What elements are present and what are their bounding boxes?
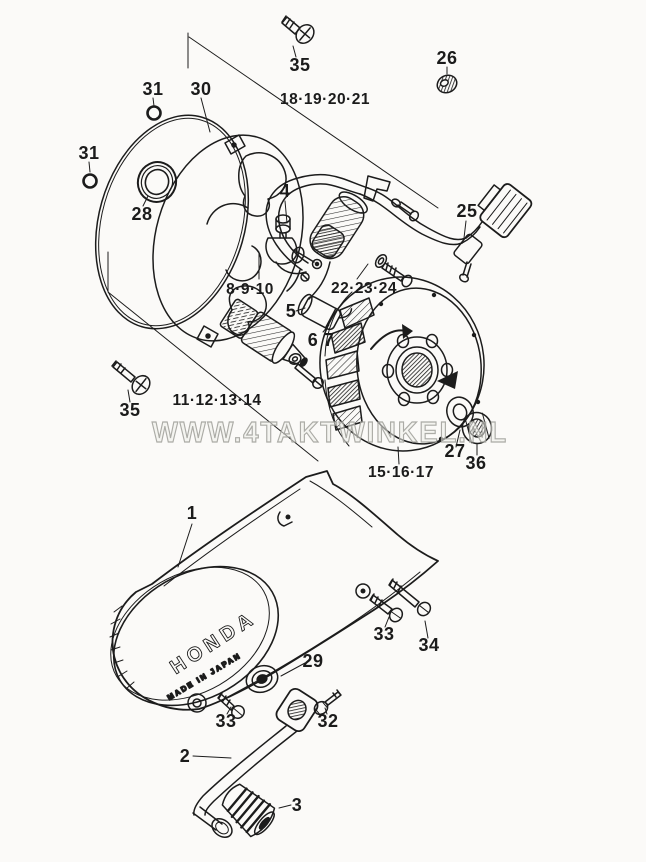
callout-6-7: 6 7 xyxy=(308,330,335,350)
callout-35-left: 35 xyxy=(119,400,140,420)
wire-harness-25 xyxy=(265,173,533,300)
callout-35-top: 35 xyxy=(289,55,310,75)
washer-27 xyxy=(446,396,474,428)
gasket-30 xyxy=(94,114,250,330)
callout-34: 34 xyxy=(418,635,439,655)
callout-33-left: 33 xyxy=(215,711,236,731)
callout-labels: 35 26 31 30 18·19·20·21 31 28 4 25 8·9·1… xyxy=(78,48,486,815)
source-coil xyxy=(309,191,368,260)
callout-27: 27 xyxy=(444,441,465,461)
flywheel-rotor xyxy=(319,276,485,452)
nut-36 xyxy=(461,411,493,445)
side-cover-1: HONDA MADE IN JAPAN xyxy=(109,470,439,713)
callout-3: 3 xyxy=(292,795,303,815)
wire-grommet-26 xyxy=(436,74,458,94)
callout-5: 5 xyxy=(286,301,297,321)
watermark-text: WWW.4TAKTWINKEL.NL xyxy=(152,417,508,449)
contact-breaker-4 xyxy=(265,214,323,282)
callout-36: 36 xyxy=(465,453,486,473)
callout-15-17: 15·16·17 xyxy=(368,464,434,481)
bolt-34 xyxy=(388,578,432,617)
o-ring-31-lower xyxy=(82,173,98,189)
construction-lines xyxy=(107,32,439,462)
callout-8-10: 8·9·10 xyxy=(226,281,274,298)
bolt-33-left xyxy=(217,692,245,720)
kick-lever-2 xyxy=(192,687,319,839)
callout-30: 30 xyxy=(190,79,211,99)
screw-35-top xyxy=(281,15,315,44)
callout-2: 2 xyxy=(180,746,191,766)
callout-26: 26 xyxy=(436,48,457,68)
screws-22-23-24 xyxy=(374,253,413,288)
callout-31-upper: 31 xyxy=(142,79,163,99)
harness-connector xyxy=(477,183,533,239)
coil-cam-assembly xyxy=(219,298,308,367)
callout-28: 28 xyxy=(131,204,152,224)
callout-22-24: 22·23·24 xyxy=(331,280,397,297)
leader-lines xyxy=(88,45,478,809)
callout-4: 4 xyxy=(280,181,291,201)
o-ring-31-upper xyxy=(146,105,162,121)
callout-11-14: 11·12·13·14 xyxy=(172,392,261,409)
kick-pedal-3 xyxy=(221,783,276,838)
callout-25: 25 xyxy=(456,201,477,221)
callout-31-lower: 31 xyxy=(78,143,99,163)
screw-35-left xyxy=(111,360,151,396)
cover-grommet-29 xyxy=(245,664,279,694)
bolt-33-right xyxy=(369,593,404,623)
callout-29: 29 xyxy=(302,651,323,671)
callout-33-right: 33 xyxy=(373,624,394,644)
wire-clamp xyxy=(363,175,391,202)
callout-32: 32 xyxy=(317,711,338,731)
callout-18-21: 18·19·20·21 xyxy=(280,91,370,108)
callout-1: 1 xyxy=(187,503,198,523)
